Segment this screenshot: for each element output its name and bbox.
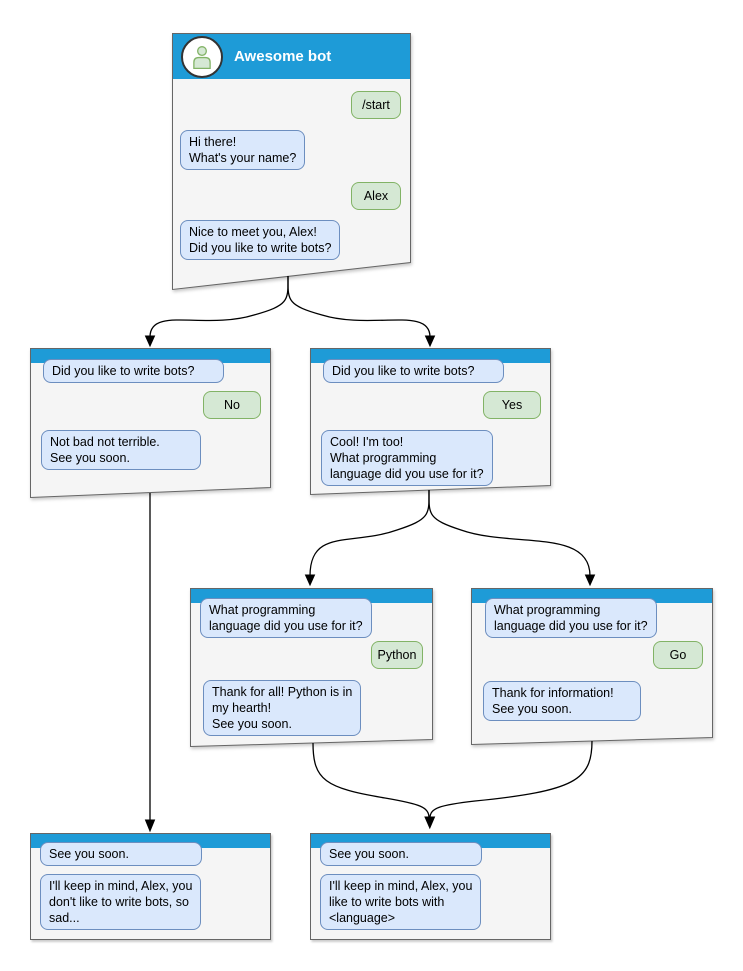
bot-message-bubble: See you soon. <box>40 842 202 866</box>
bot-message-bubble: Nice to meet you, Alex! Did you like to … <box>180 220 341 260</box>
bot-avatar <box>181 35 223 78</box>
bot-message-bubble: Did you like to write bots? <box>43 359 224 383</box>
bot-message-bubble: Did you like to write bots? <box>323 359 504 383</box>
arrowhead-to-no <box>144 335 156 348</box>
window-titlebar: Awesome bot <box>173 34 410 79</box>
arrow-yes-to-python <box>309 489 430 577</box>
chat-window-main: Awesome bot /start Hi there! What's your… <box>172 33 411 291</box>
arrow-yes-to-go <box>428 489 591 577</box>
arrow-python-to-end <box>312 742 430 819</box>
bot-message-bubble: Not bad not terrible. See you soon. <box>41 430 201 470</box>
arrowhead-to-go <box>584 574 596 587</box>
user-reply-bubble: Go <box>653 641 703 669</box>
user-reply-bubble: Alex <box>351 182 401 210</box>
bot-message-bubble: I'll keep in mind, Alex, you don't like … <box>40 874 202 930</box>
chat-node-end-yes: See you soon. I'll keep in mind, Alex, y… <box>310 833 551 940</box>
arrowhead-to-yes <box>424 335 436 348</box>
bot-message-bubble: Hi there! What's your name? <box>180 130 306 170</box>
person-icon <box>193 45 211 69</box>
chat-node-go: What programming language did you use fo… <box>471 588 713 746</box>
bot-message-bubble: Cool! I'm too! What programming language… <box>321 430 493 486</box>
user-reply-bubble: No <box>203 391 261 419</box>
arrowhead-merge-end <box>424 816 436 830</box>
bot-message-bubble: What programming language did you use fo… <box>200 598 372 638</box>
user-reply-bubble: Python <box>371 641 423 669</box>
chat-node-no: Did you like to write bots? No Not bad n… <box>30 348 271 499</box>
bot-message-bubble: See you soon. <box>320 842 482 866</box>
arrow-go-to-end <box>429 740 593 819</box>
window-title: Awesome bot <box>234 48 332 65</box>
arrowhead-no-end <box>144 819 156 833</box>
bot-message-bubble: Thank for information! See you soon. <box>483 681 641 721</box>
arrowhead-to-python <box>304 574 316 587</box>
chat-node-python: What programming language did you use fo… <box>190 588 433 748</box>
chat-node-yes: Did you like to write bots? Yes Cool! I'… <box>310 348 551 496</box>
bot-message-bubble: What programming language did you use fo… <box>485 598 657 638</box>
bot-message-bubble: I'll keep in mind, Alex, you like to wri… <box>320 874 482 930</box>
bot-message-bubble: Thank for all! Python is in my hearth! S… <box>203 680 362 736</box>
user-reply-bubble: /start <box>351 91 401 119</box>
user-reply-bubble: Yes <box>483 391 541 419</box>
chat-node-end-no: See you soon. I'll keep in mind, Alex, y… <box>30 833 271 940</box>
